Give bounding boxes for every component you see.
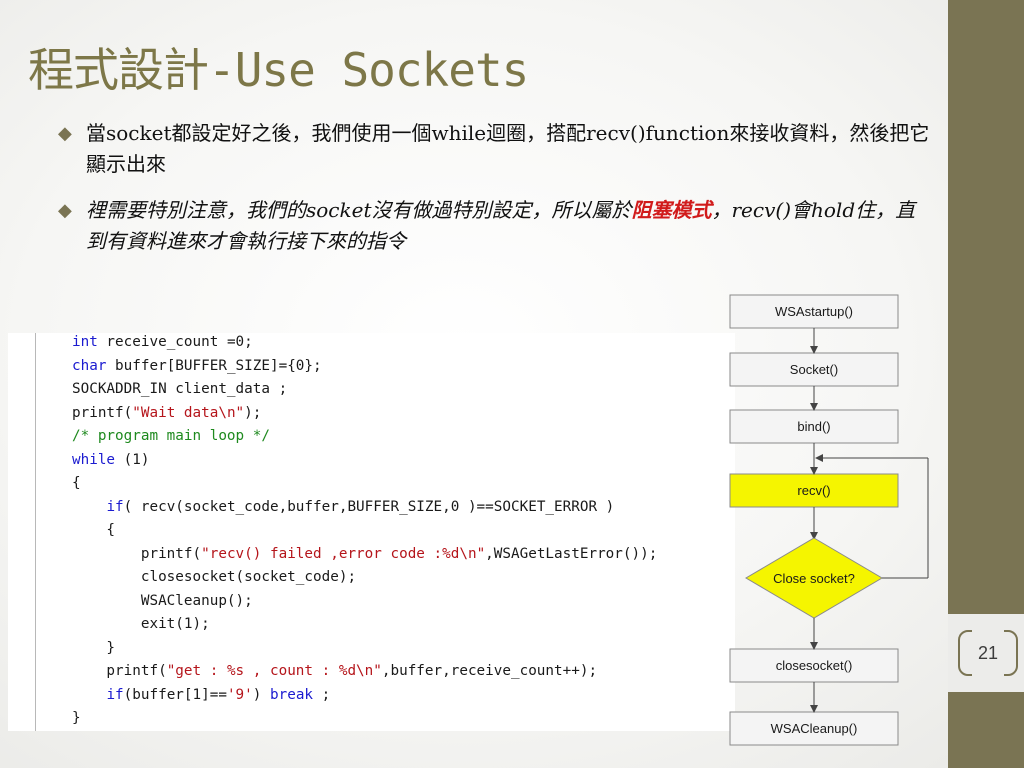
bullet-text-after: ，recv()會hold住，直到有資料進來才會執行接下來的指令 [86, 198, 916, 253]
code-line: { [72, 522, 116, 538]
code-line: int receive_count =0; [72, 334, 253, 350]
code-line: exit(1); [72, 616, 210, 632]
bullet-item-blocking-mode: ◆ 裡需要特別注意，我們的socket沒有做過特別設定，所以屬於阻塞模式，rec… [58, 195, 930, 257]
page-number: 21 [977, 643, 999, 663]
bullet-item-recv-loop: ◆ 當socket都設定好之後，我們使用一個while迴圈，搭配recv()fu… [58, 118, 930, 180]
bullet-text-before: 裡需要特別注意，我們的socket沒有做過特別設定，所以屬於 [86, 198, 632, 222]
blocking-mode-emphasis: 阻塞模式 [631, 198, 712, 222]
page-number-brackets [958, 629, 1018, 677]
flow-step-label: bind() [797, 419, 830, 434]
diamond-icon: ◆ [58, 123, 72, 144]
flow-step-box [729, 294, 899, 329]
flow-step-label: WSACleanup() [771, 721, 858, 736]
bullet-text: 裡需要特別注意，我們的socket沒有做過特別設定，所以屬於阻塞模式，recv(… [86, 195, 930, 257]
socket-flowchart: WSAstartup() Socket() bind() recv() Close so… [729, 294, 929, 746]
flow-step-label: WSAstartup() [775, 304, 853, 319]
code-line: printf("get : %s , count : %d\n",buffer,… [72, 663, 598, 679]
code-line: while (1) [72, 451, 150, 468]
code-block: int receive_count =0; char buffer[BUFFER_… [72, 333, 657, 731]
bullet-text: 當socket都設定好之後，我們使用一個while迴圈，搭配recv()func… [86, 121, 930, 176]
code-line: { [72, 475, 81, 491]
code-line: printf("recv() failed ,error code :%d\n"… [72, 545, 658, 562]
code-line: } [72, 710, 81, 726]
flow-decision-label: Close socket? [773, 571, 855, 586]
flow-step-label: Socket() [790, 362, 838, 377]
code-line: if(buffer[1]=='9') break ; [106, 686, 331, 703]
code-line: /* program main loop */ [72, 428, 270, 444]
code-line: closesocket(socket_code); [72, 569, 357, 585]
flow-step-box [729, 711, 899, 746]
flow-step-label: recv() [797, 483, 830, 498]
flow-step-box [729, 648, 899, 683]
code-screenshot: int receive_count =0; char buffer[BUFFER_… [8, 333, 735, 731]
code-line: } [72, 639, 116, 656]
code-line: SOCKADDR_IN client_data ; [72, 381, 288, 397]
code-line: if( recv(socket_code,buffer,BUFFER_SIZE,… [106, 498, 615, 515]
code-line: WSACleanup(); [72, 592, 253, 609]
code-line: char buffer[BUFFER_SIZE]={0}; [72, 357, 322, 374]
slide-title: 程式設計-Use Sockets [28, 43, 529, 97]
code-line: printf("Wait data\n"); [72, 404, 262, 421]
diamond-icon: ◆ [58, 200, 72, 221]
flow-step-label: closesocket() [776, 658, 853, 673]
